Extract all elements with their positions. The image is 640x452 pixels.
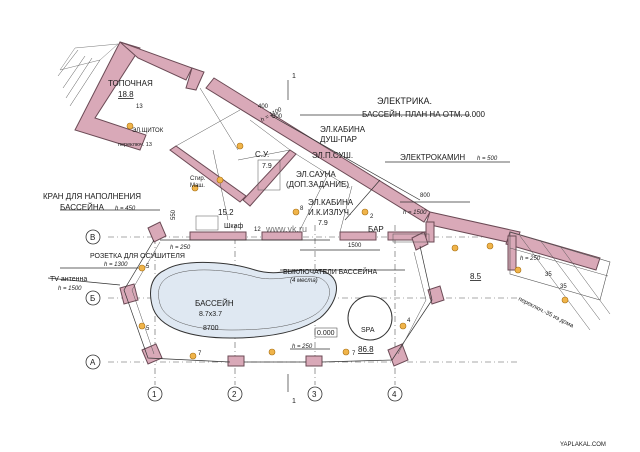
faucet-height: h = 450 bbox=[115, 206, 136, 212]
axis-col-3: 3 bbox=[312, 390, 317, 399]
room-boiler-area: 18.8 bbox=[118, 90, 134, 99]
circuit-7b: 7 bbox=[352, 351, 356, 357]
room-toilet-area: 7.9 bbox=[262, 163, 272, 170]
dim-h1500: h = 1500 bbox=[403, 210, 427, 216]
pool-switches-label-1: ВЫКЛЮЧАТЕЛИ БАССЕЙНА bbox=[283, 267, 377, 276]
dim-550: 550 bbox=[171, 209, 177, 220]
section-mark-top: 1 bbox=[292, 73, 296, 80]
circuit-35a: 35 bbox=[545, 272, 552, 278]
towel-dryer-label: ЭЛ.П.СУШ. bbox=[312, 151, 353, 160]
axis-row-v: В bbox=[90, 233, 95, 242]
pool-size: 8.7x3.7 bbox=[199, 311, 222, 318]
pool bbox=[150, 262, 337, 339]
spa-label: SPA bbox=[361, 327, 375, 334]
dim-h250-left: h = 250 bbox=[170, 245, 191, 251]
dim-500: 500 bbox=[272, 114, 283, 120]
circuit-5a: 5 bbox=[146, 264, 150, 270]
circuit-12: 12 bbox=[254, 227, 261, 233]
level-mark: 0.000 bbox=[317, 330, 335, 337]
dehum-label: РОЗЕТКА ДЛЯ ОСУШИТЕЛЯ bbox=[90, 253, 185, 260]
circuit-35b: 35 bbox=[560, 284, 567, 290]
terrace-strip bbox=[509, 231, 611, 331]
pool-name: БАССЕЙН bbox=[195, 299, 234, 308]
circuit-8: 8 bbox=[300, 206, 304, 212]
dimension-lines bbox=[47, 80, 510, 392]
title-line1: ЭЛЕКТРИКА. bbox=[377, 96, 432, 106]
circuit-13: 13 bbox=[136, 104, 143, 110]
section-mark-bottom: 1 bbox=[292, 398, 296, 405]
axis-row-b: Б bbox=[90, 294, 95, 303]
axis-bubbles bbox=[85, 229, 403, 402]
title-line2: БАССЕЙН. ПЛАН НА ОТМ. 0.000 bbox=[362, 110, 486, 119]
room-a-area: 15.2 bbox=[218, 208, 234, 217]
cabin-shower-label: ЭЛ.КАБИНА bbox=[320, 125, 366, 134]
washer-label-1: Стир. bbox=[190, 176, 206, 182]
stairs bbox=[57, 43, 119, 107]
dim-h250-bottom: h = 250 bbox=[292, 344, 313, 350]
hall-outline bbox=[123, 239, 433, 363]
ir-cabin-area: 7.9 bbox=[318, 220, 328, 227]
axis-col-1: 1 bbox=[152, 390, 157, 399]
washer-label-2: Маш. bbox=[190, 183, 205, 189]
dim-1500: 1500 bbox=[348, 243, 362, 249]
wardrobe-label: Шкаф bbox=[224, 223, 244, 230]
axis-col-2: 2 bbox=[232, 390, 237, 399]
faucet-label-1: КРАН ДЛЯ НАПОЛНЕНИЯ bbox=[43, 192, 141, 201]
axis-col-4: 4 bbox=[392, 390, 397, 399]
watermark: www.vk.ru bbox=[265, 224, 307, 234]
circuit-4: 4 bbox=[407, 318, 411, 324]
pool-depth: 8700 bbox=[203, 325, 219, 332]
fireplace-label: ЭЛЕКТРОКАМИН bbox=[400, 153, 465, 162]
dehum-height: h = 1300 bbox=[104, 262, 128, 268]
switch-13-label: переключ. 13 bbox=[118, 142, 152, 148]
dim-400: 400 bbox=[258, 104, 269, 110]
interior-lines bbox=[175, 87, 430, 243]
building-walls bbox=[74, 41, 601, 271]
axis-row-a: А bbox=[90, 358, 96, 367]
shield-label: ЭЛ.ЩИТОК bbox=[132, 128, 164, 134]
sauna-label-1: ЭЛ.САУНА bbox=[296, 170, 336, 179]
room-toilet-name: С.У. bbox=[255, 150, 269, 159]
circuit-5b: 5 bbox=[146, 326, 150, 332]
shower-steam-label: ДУШ-ПАР bbox=[320, 135, 357, 144]
circuit-2: 2 bbox=[370, 214, 374, 220]
tv-label: TV антенна bbox=[50, 276, 87, 283]
fireplace-height: h = 500 bbox=[477, 156, 498, 162]
ir-cabin-label-2: И.К.ИЗЛУЧ. bbox=[308, 208, 351, 217]
circuit-7a: 7 bbox=[198, 351, 202, 357]
main-hall-area: 86.8 bbox=[358, 345, 374, 354]
dim-800: 800 bbox=[420, 193, 431, 199]
pool-switches-label-2: (4 места) bbox=[290, 278, 318, 284]
ir-cabin-label-1: ЭЛ.КАБИНА bbox=[308, 198, 354, 207]
dim-h250-right: h = 250 bbox=[520, 256, 541, 262]
sauna-label-2: (ДОП.ЗАДАНИЕ) bbox=[286, 180, 349, 189]
room-boiler-name: ТОПОЧНАЯ bbox=[108, 79, 153, 88]
footer-watermark: YAPLAKAL.COM bbox=[560, 442, 606, 448]
spa bbox=[347, 295, 393, 341]
lamp-markers bbox=[126, 122, 569, 360]
faucet-label-2: БАССЕЙНА bbox=[60, 203, 105, 212]
bar-label: БАР bbox=[368, 225, 384, 234]
right-hall-area: 8.5 bbox=[470, 272, 482, 281]
tv-height: h = 1500 bbox=[58, 286, 82, 292]
